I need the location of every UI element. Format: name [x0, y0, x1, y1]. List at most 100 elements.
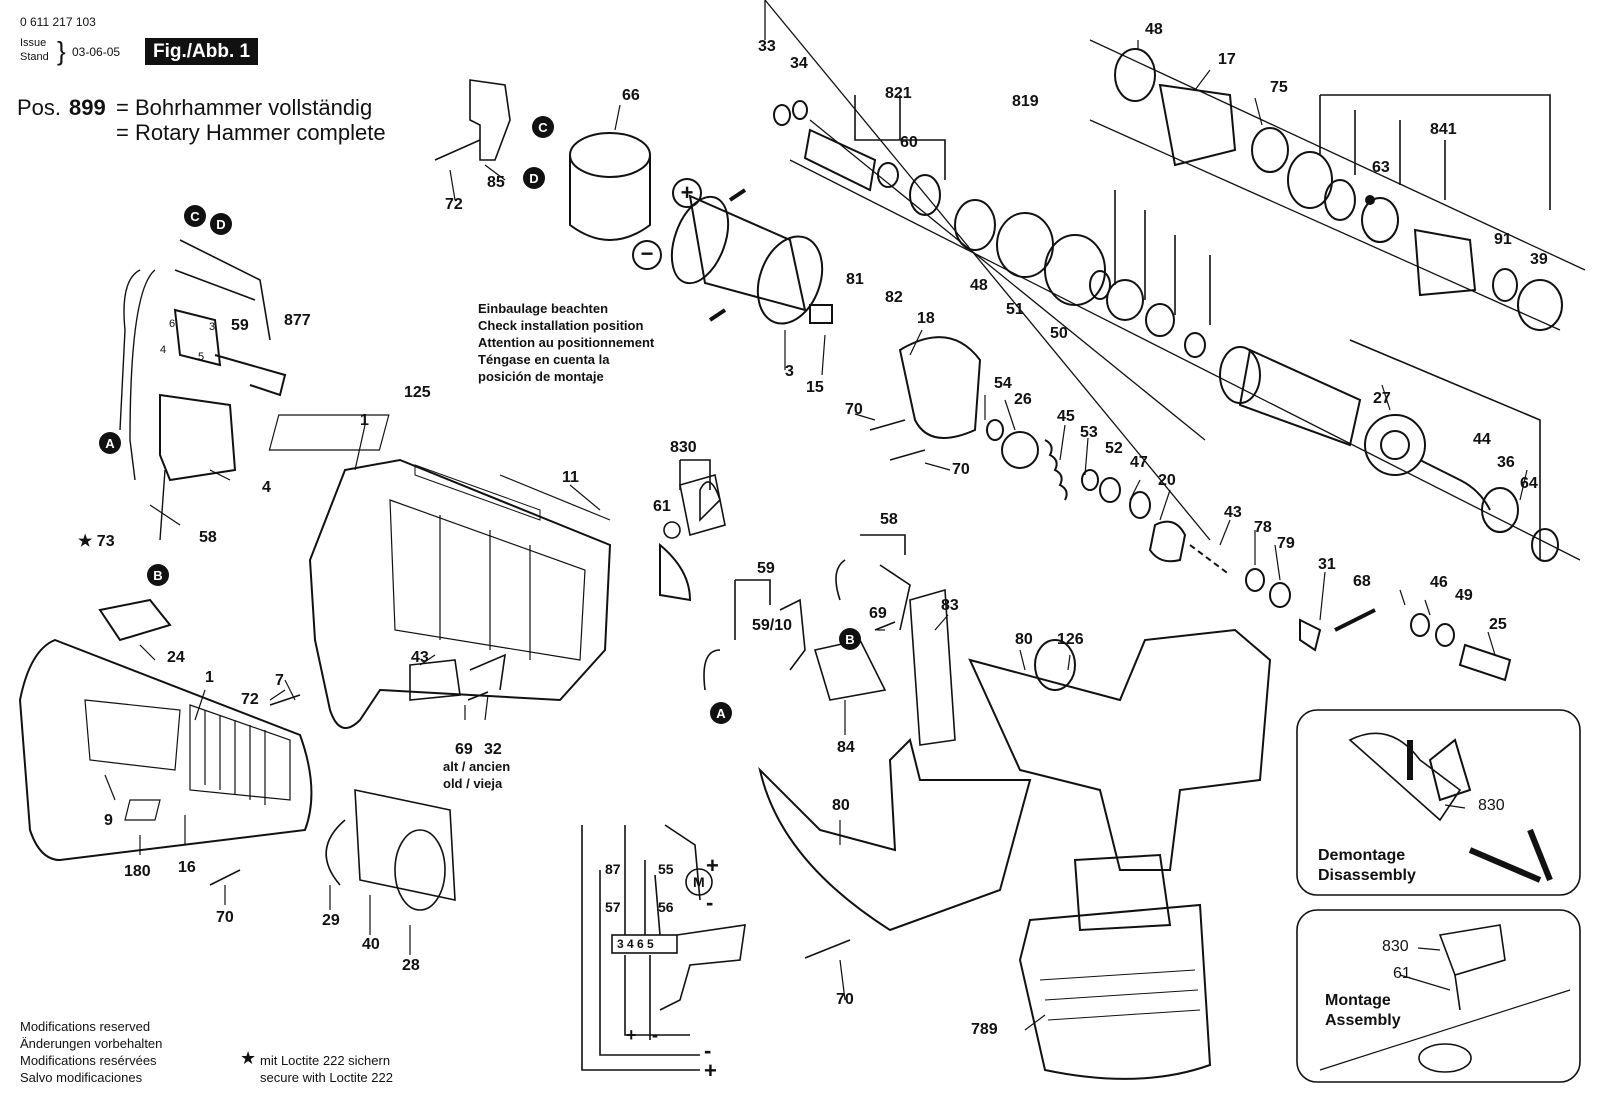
label-43: 43	[1224, 504, 1242, 521]
install-note-line: Attention au positionnement	[478, 335, 655, 350]
issue-date: 03-06-05	[72, 45, 121, 59]
battery-plus: +	[704, 1058, 717, 1083]
label-819: 819	[1012, 93, 1039, 110]
switch-drawing	[119, 269, 287, 541]
label-7: 7	[275, 672, 284, 689]
inset-assembly-title: Montage	[1325, 992, 1391, 1009]
label-50: 50	[1050, 325, 1068, 342]
label-18: 18	[917, 310, 935, 327]
wire-57: 57	[605, 899, 621, 915]
label-81: 81	[846, 271, 864, 288]
label-85: 85	[487, 174, 505, 191]
label-46: 46	[1430, 574, 1448, 591]
label-125: 125	[404, 384, 431, 401]
label-75: 75	[1270, 79, 1288, 96]
loctite-star-icon: ★	[240, 1048, 257, 1068]
modifications-line: Salvo modificaciones	[20, 1070, 143, 1085]
brace-glyph: }	[57, 36, 66, 66]
label-69: 69	[455, 741, 473, 758]
label-58: 58	[880, 511, 898, 528]
pos-line-de: = Bohrhammer vollständig	[116, 95, 373, 120]
minus-polarity-icon: −	[632, 240, 662, 270]
rings-row	[773, 48, 1563, 358]
inset-assembly-part: 830	[1382, 938, 1409, 955]
switch-minus: -	[652, 1025, 658, 1045]
old-note-2: old / vieja	[443, 776, 503, 791]
label-60: 60	[900, 134, 918, 151]
label-44: 44	[1473, 431, 1491, 448]
label-16: 16	[178, 859, 196, 876]
seals-drawing	[325, 464, 541, 911]
spindle-drawing	[1219, 346, 1559, 562]
label-32: 32	[484, 741, 502, 758]
label-27: 27	[1373, 390, 1391, 407]
connector-a-badge: A	[710, 702, 732, 724]
label-180: 180	[124, 863, 151, 880]
install-note-line: Einbaulage beachten	[478, 301, 609, 316]
label-28: 28	[402, 957, 420, 974]
figure-label: Fig./Abb. 1	[145, 38, 259, 65]
label-877: 877	[284, 312, 311, 329]
motor-drawing	[670, 188, 833, 325]
label-39: 39	[1530, 251, 1548, 268]
label-1: 1	[205, 669, 214, 686]
label-80: 80	[1015, 631, 1033, 648]
label-33: 33	[758, 38, 776, 55]
pos-number: 899	[69, 95, 106, 120]
label-83: 83	[941, 597, 959, 614]
label-26: 26	[1014, 391, 1032, 408]
label-45: 45	[1057, 408, 1075, 425]
battery-holder-drawing	[758, 628, 1272, 932]
label-3: 3	[785, 363, 794, 380]
label-1: 1	[360, 412, 369, 429]
gear-housing-drawing	[898, 336, 982, 439]
label-48: 48	[970, 277, 988, 294]
label-79: 79	[1277, 535, 1295, 552]
label-51: 51	[1006, 301, 1024, 318]
modifications-line: Modifications reserved	[20, 1019, 151, 1034]
inset-assembly-subtitle: Assembly	[1325, 1012, 1401, 1029]
label-841: 841	[1430, 121, 1457, 138]
terminal-labels: 3 4 6 5	[617, 937, 654, 951]
label-91: 91	[1494, 231, 1512, 248]
install-note-line: posición de montaje	[478, 369, 604, 384]
assembly-guide-lines	[764, 0, 1586, 561]
motor-plus: +	[706, 853, 719, 878]
pin-label: 4	[160, 344, 167, 356]
label-53: 53	[1080, 424, 1098, 441]
label-73-value: 73	[96, 533, 115, 550]
motor-minus: -	[706, 890, 714, 915]
loctite-note-de: mit Loctite 222 sichern	[260, 1053, 391, 1068]
label-70: 70	[836, 991, 854, 1008]
label-70: 70	[952, 461, 970, 478]
label-43: 43	[411, 649, 429, 666]
label-66: 66	[622, 87, 640, 104]
connector-a-badge: A	[99, 432, 121, 454]
label-789: 789	[971, 1021, 998, 1038]
connector-c-badge: C	[532, 116, 554, 138]
switch-plus: +	[626, 1025, 637, 1045]
label-84: 84	[837, 739, 855, 756]
label-72: 72	[445, 196, 463, 213]
plus-polarity-icon: +	[672, 178, 702, 208]
leader-lines	[104, 40, 1528, 1031]
complete-tool-drawing	[18, 598, 313, 862]
wire-56: 56	[658, 899, 674, 915]
inset-disassembly-part: 830	[1478, 797, 1505, 814]
connector-c-badge: C	[184, 205, 206, 227]
label-82: 82	[885, 289, 903, 306]
label-59: 59	[757, 560, 775, 577]
modifications-notice: Modifications reserved Änderungen vorbeh…	[20, 1018, 162, 1086]
label-54: 54	[994, 375, 1012, 392]
wiring-schematic	[581, 824, 746, 1071]
label-4: 4	[262, 479, 271, 496]
label-72: 72	[241, 691, 259, 708]
modifications-line: Änderungen vorbehalten	[20, 1036, 163, 1051]
loctite-note-en: secure with Loctite 222	[260, 1070, 393, 1085]
pos-line-en: = Rotary Hammer complete	[116, 120, 386, 145]
label-52: 52	[1105, 440, 1123, 457]
label-59: 59	[231, 317, 249, 334]
label-31: 31	[1318, 556, 1336, 573]
